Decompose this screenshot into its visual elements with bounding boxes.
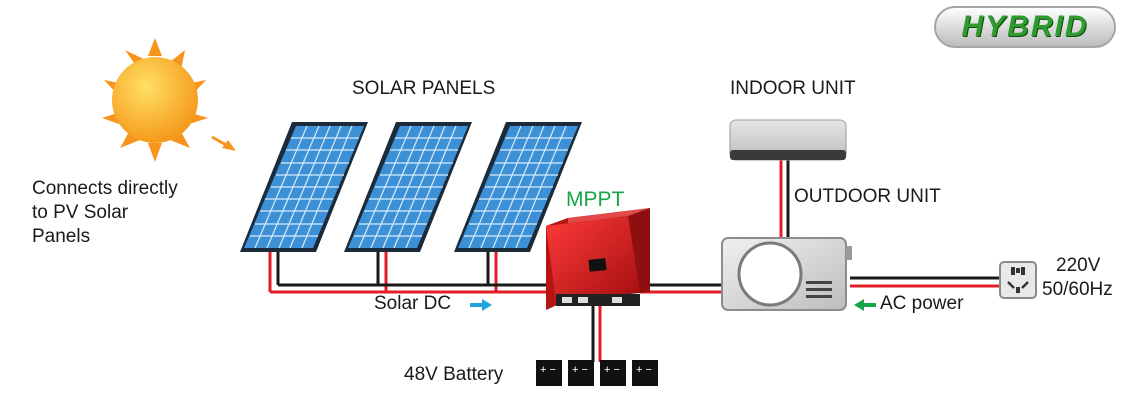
outdoor-unit-label: OUTDOOR UNIT: [794, 186, 941, 207]
wiring: [268, 158, 1002, 362]
solar-panel-2: [344, 122, 472, 252]
battery-label: 48V Battery: [404, 364, 504, 385]
pv-note-line-3: Panels: [32, 226, 91, 247]
indoor-unit-label: INDOOR UNIT: [730, 78, 856, 99]
svg-text:+ −: + −: [540, 364, 556, 376]
battery-icon: + −: [600, 360, 626, 386]
outdoor-unit-icon: [721, 237, 852, 311]
ac-power-label: AC power: [880, 293, 964, 314]
wall-socket-icon: [999, 261, 1037, 299]
solar-panels-label: SOLAR PANELS: [352, 78, 496, 99]
mppt-label: MPPT: [566, 188, 625, 211]
frequency-label: 50/60Hz: [1042, 279, 1113, 300]
svg-text:+ −: + −: [572, 364, 588, 376]
battery-icon: + −: [632, 360, 658, 386]
mppt-inverter: [546, 208, 650, 310]
svg-text:+ −: + −: [636, 364, 652, 376]
hybrid-badge-text: HYBRID: [961, 10, 1089, 43]
svg-text:+ −: + −: [604, 364, 620, 376]
pv-note-line-1: Connects directly: [32, 178, 178, 199]
voltage-label: 220V: [1056, 255, 1101, 276]
hybrid-badge: HYBRID: [934, 6, 1116, 48]
sunlight-arrow-icon: [211, 135, 236, 151]
solar-panel-1: [240, 122, 368, 252]
battery-icon: + −: [536, 360, 562, 386]
battery-icon: + −: [568, 360, 594, 386]
solar-dc-label: Solar DC: [374, 293, 452, 314]
solar-dc-arrow-icon: [470, 299, 492, 311]
sun-icon: [102, 38, 208, 162]
pv-note-line-2: to PV Solar: [32, 202, 129, 223]
indoor-unit-icon: [729, 119, 847, 161]
battery-bank-icon: + − + − + − + −: [536, 360, 658, 386]
ac-power-arrow-icon: [854, 299, 876, 311]
solar-panel-3: [454, 122, 582, 252]
